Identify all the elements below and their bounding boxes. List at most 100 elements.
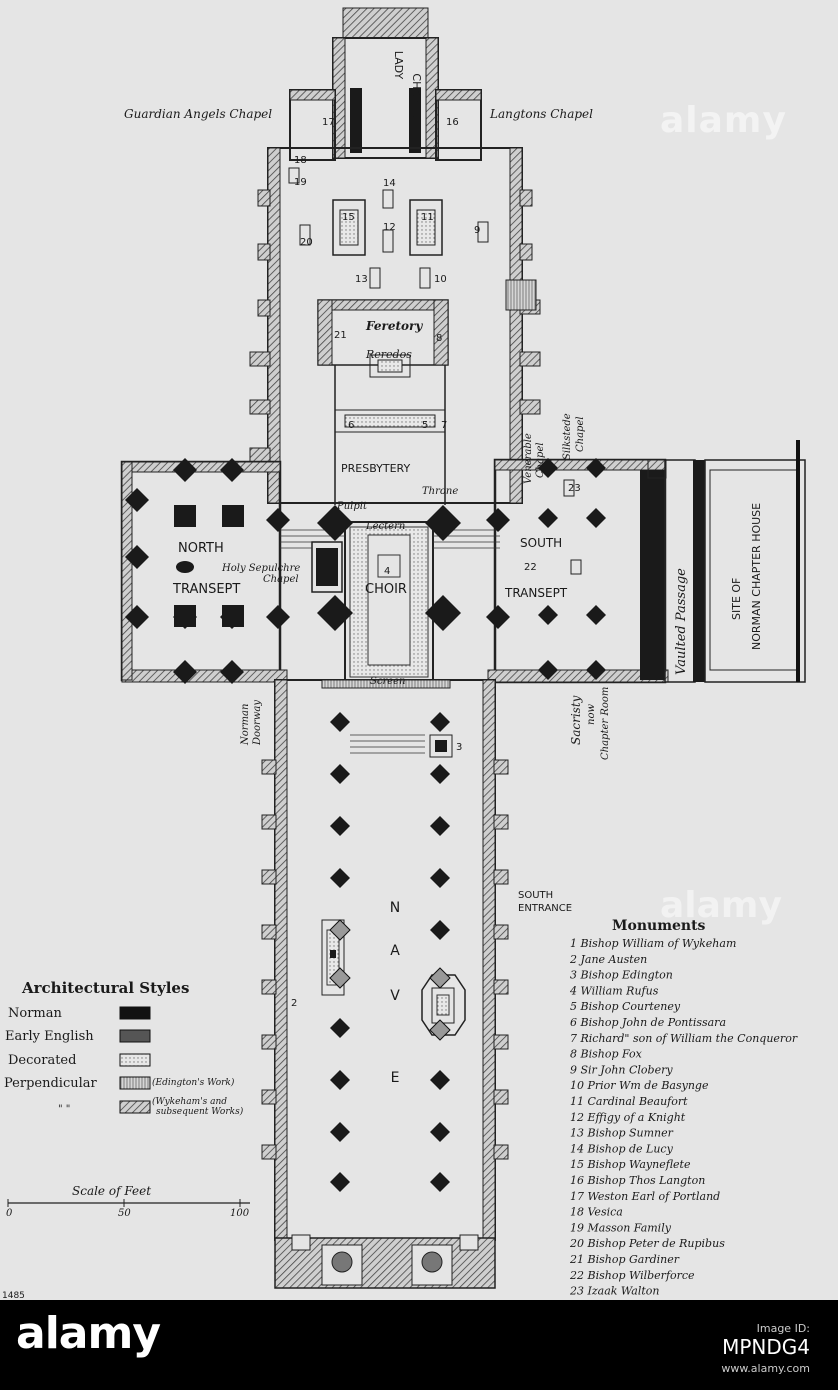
plan-number: 22 <box>524 562 537 573</box>
venerable-label-2: Chapel <box>535 442 546 478</box>
nave-letter-e: E <box>391 1070 400 1086</box>
plan-number: 8 <box>436 333 442 344</box>
nave-letter-n: N <box>390 900 400 916</box>
plan-number: 3 <box>456 742 462 753</box>
legend-perpendicular-label: Perpendicular <box>4 1076 97 1091</box>
legend-early-english-swatch <box>119 1029 151 1043</box>
legend-wykeham-note-1: (Wykeham's and <box>152 1096 227 1107</box>
cathedral-walls <box>120 7 806 1289</box>
monument-item: 9 Sir John Clobery <box>570 1063 673 1076</box>
legend-wykeham-note-2: subsequent Works) <box>156 1106 244 1117</box>
legend-ditto: " " <box>58 1104 70 1115</box>
lady-chapel-label-1: LADY <box>392 51 405 80</box>
monument-item: 2 Jane Austen <box>569 953 647 966</box>
transept-s-label: TRANSEPT <box>504 586 568 600</box>
plan-number: 5 <box>422 420 428 431</box>
monument-item: 1 Bishop William of Wykeham <box>570 937 736 950</box>
monument-item: 15 Bishop Wayneflete <box>570 1158 691 1171</box>
monument-item: 22 Bishop Wilberforce <box>569 1269 695 1282</box>
monument-item: 17 Weston Earl of Portland <box>570 1190 720 1203</box>
plan-number: 15 <box>342 212 355 223</box>
pulpit-label: Pulpit <box>336 501 368 512</box>
norman-doorway-label-1: Norman <box>240 704 251 746</box>
lady-chapel-label-2: CHAPEL <box>410 73 423 117</box>
legend-wykeham-swatch <box>119 1100 151 1114</box>
plan-labels: LADY CHAPEL Guardian Angels Chapel Langt… <box>124 51 763 1086</box>
plan-number: 2 <box>291 998 297 1009</box>
throne-label: Throne <box>422 486 458 497</box>
plan-number: 10 <box>434 274 447 285</box>
monument-item: 19 Masson Family <box>570 1221 672 1234</box>
monument-item: 12 Effigy of a Knight <box>570 1111 686 1124</box>
sacristy-label-1: Sacristy <box>569 695 583 745</box>
nave-letter-a: A <box>390 943 400 959</box>
monument-item: 21 Bishop Gardiner <box>569 1253 680 1266</box>
footer-image-id: MPNDG4 <box>722 1335 810 1359</box>
monument-item: 10 Prior Wm de Basynge <box>570 1079 709 1092</box>
plan-number: 20 <box>300 237 313 248</box>
legend-edington-note: (Edington's Work) <box>152 1077 235 1088</box>
footer-url: www.alamy.com <box>721 1362 810 1375</box>
screen-label: Screen <box>370 676 406 687</box>
sacristy-label-2: now <box>586 704 597 725</box>
watermark: alamy <box>660 885 782 926</box>
scale-tick-0: 0 <box>6 1208 13 1219</box>
vaulted-passage-label: Vaulted Passage <box>674 568 689 675</box>
norman-doorway-label-2: Doorway <box>252 700 263 746</box>
silkstede-label: Silkstede <box>562 413 573 460</box>
monument-item: 7 Richard" son of William the Conqueror <box>570 1032 798 1045</box>
langtons-label: Langtons Chapel <box>489 107 593 121</box>
plan-number: 6 <box>348 420 354 431</box>
architectural-styles-legend: Architectural Styles Norman Early Englis… <box>4 979 244 1117</box>
scale-title: Scale of Feet <box>72 1184 151 1198</box>
monument-item: 4 William Rufus <box>569 984 659 997</box>
feretory-label: Feretory <box>365 319 423 333</box>
monuments-list: Monuments 1 Bishop William of Wykeham 2 J… <box>569 918 798 1298</box>
south-entrance-label-1: SOUTH <box>518 890 553 901</box>
footer-image-id-block: Image ID: MPNDG4 <box>722 1322 810 1359</box>
scale-of-feet: Scale of Feet 0 50 100 <box>6 1184 250 1219</box>
plan-number: 21 <box>334 330 347 341</box>
plan-number: 14 <box>383 178 396 189</box>
silkstede-label-2: Chapel <box>575 416 586 452</box>
monument-item: 23 Izaak Walton <box>569 1285 659 1298</box>
monument-item: 13 Bishop Sumner <box>570 1127 674 1140</box>
presbytery-label: PRESBYTERY <box>341 462 410 475</box>
south-entrance-label-2: ENTRANCE <box>518 903 572 914</box>
scale-tick-50: 50 <box>118 1208 131 1219</box>
scale-tick-100: 100 <box>230 1208 250 1219</box>
monument-item: 5 Bishop Courteney <box>570 1000 681 1013</box>
watermark: alamy <box>660 100 787 141</box>
retrochoir-tombs <box>288 167 575 497</box>
transept-n-label: TRANSEPT <box>172 582 240 597</box>
legend-title: Architectural Styles <box>21 979 189 997</box>
plan-number: 11 <box>421 212 434 223</box>
footer-image-id-label: Image ID: <box>756 1322 810 1335</box>
monument-item: 20 Bishop Peter de Rupibus <box>569 1237 725 1250</box>
plan-number: 9 <box>474 225 480 236</box>
plan-number: 16 <box>446 117 459 128</box>
sacristy-label-3: Chapter Room <box>600 687 611 760</box>
plan-number: 4 <box>384 566 390 577</box>
legend-decorated-swatch <box>119 1053 151 1067</box>
choir-label: CHOIR <box>365 582 407 597</box>
legend-norman-label: Norman <box>8 1006 62 1021</box>
chapter-house-label-1: SITE OF <box>730 578 743 620</box>
plan-number: 7 <box>441 420 447 431</box>
cathedral-floor-plan: LADY CHAPEL Guardian Angels Chapel Langt… <box>2 7 806 1300</box>
plan-number: 19 <box>294 177 307 188</box>
plan-number: 18 <box>294 155 307 166</box>
footer-logo: alamy <box>16 1308 161 1359</box>
holy-sepulchre-label-1: Holy Sepulchre <box>221 563 300 574</box>
chapter-house-label-2: NORMAN CHAPTER HOUSE <box>750 503 763 650</box>
lectern-label: Lectern <box>365 521 405 532</box>
plan-number: 23 <box>568 483 581 494</box>
monuments-title: Monuments <box>612 918 706 934</box>
monument-item: 14 Bishop de Lucy <box>570 1142 674 1155</box>
plan-number: 12 <box>383 222 396 233</box>
guardian-angels-label: Guardian Angels Chapel <box>124 107 272 121</box>
nave-piers <box>125 458 606 1192</box>
monument-item: 16 Bishop Thos Langton <box>570 1174 705 1187</box>
north-label: NORTH <box>178 541 224 556</box>
monument-item: 11 Cardinal Beaufort <box>570 1095 688 1108</box>
